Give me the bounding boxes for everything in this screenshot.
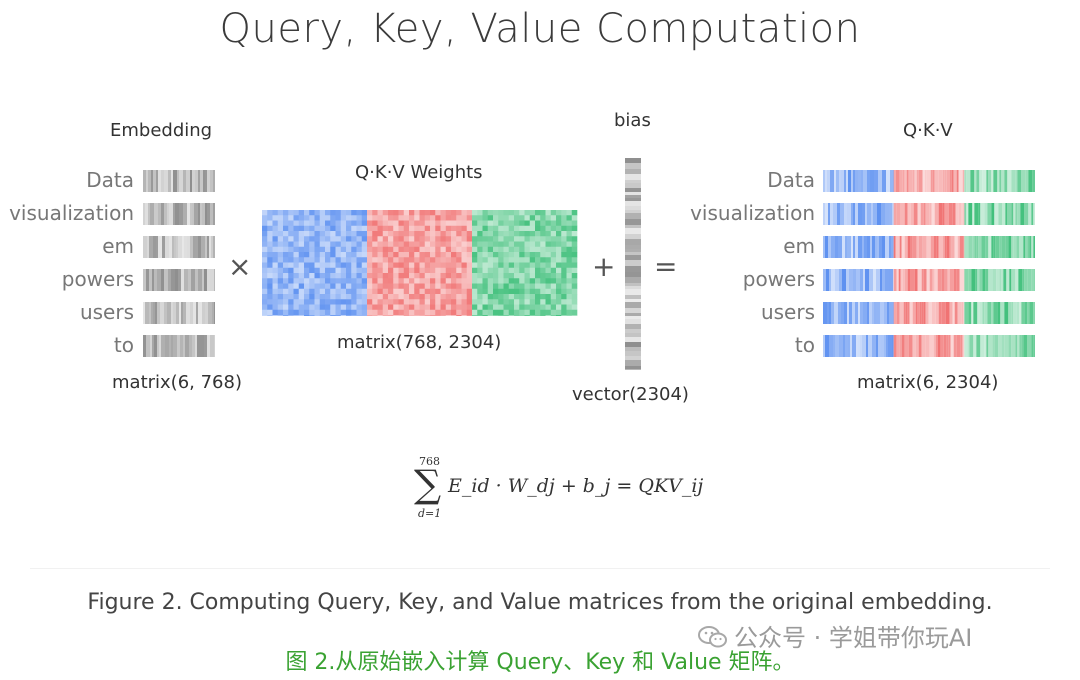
wechat-icon — [698, 625, 728, 655]
watermark: 公众号 · 学姐带你玩AI — [698, 618, 972, 655]
output-header: Q·K·V — [903, 120, 953, 141]
figure-caption-chinese: 图 2.从原始嵌入计算 Query、Key 和 Value 矩阵。 — [285, 650, 795, 675]
embedding-token-label: powers — [61, 267, 134, 291]
embedding-token-label: to — [113, 333, 134, 357]
output-token-label: powers — [742, 267, 815, 291]
embedding-header: Embedding — [110, 120, 213, 141]
divider — [30, 568, 1050, 569]
output-token-label: em — [783, 234, 815, 258]
embedding-token-label: users — [79, 300, 134, 324]
plus-sign: + — [592, 250, 616, 283]
output-token-label: Data — [767, 168, 815, 192]
sum-upper-limit: 768 — [419, 455, 440, 468]
sum-symbol: ∑ — [414, 462, 442, 506]
output-matrix — [823, 170, 1035, 357]
bias-header: bias — [614, 110, 651, 131]
embedding-token-label: Data — [86, 168, 134, 192]
weights-header: Q·K·V Weights — [355, 162, 483, 183]
embedding-token-label: em — [102, 234, 134, 258]
output-token-label: visualization — [690, 201, 815, 225]
watermark-text: 公众号 · 学姐带你玩AI — [734, 624, 973, 652]
weights-shape-label: matrix(768, 2304) — [337, 332, 502, 353]
bias-shape-label: vector(2304) — [572, 384, 689, 405]
page-title: Query, Key, Value Computation — [219, 6, 861, 52]
output-token-label: users — [760, 300, 815, 324]
embedding-shape-label: matrix(6, 768) — [112, 372, 242, 393]
weights-matrix — [262, 210, 578, 316]
output-token-label: to — [794, 333, 815, 357]
equals-sign: = — [654, 250, 678, 283]
bias-vector — [625, 158, 641, 370]
formula-body: E_id · W_dj + b_j = QKV_ij — [448, 475, 704, 497]
embedding-token-label: visualization — [9, 201, 134, 225]
figure-caption-english: Figure 2. Computing Query, Key, and Valu… — [87, 590, 993, 615]
sum-lower-limit: d=1 — [418, 507, 442, 520]
output-shape-label: matrix(6, 2304) — [857, 372, 999, 393]
sum-formula: 768 ∑ d=1 E_id · W_dj + b_j = QKV_ij — [412, 455, 712, 525]
embedding-matrix — [143, 170, 215, 357]
multiply-sign: × — [228, 250, 252, 283]
